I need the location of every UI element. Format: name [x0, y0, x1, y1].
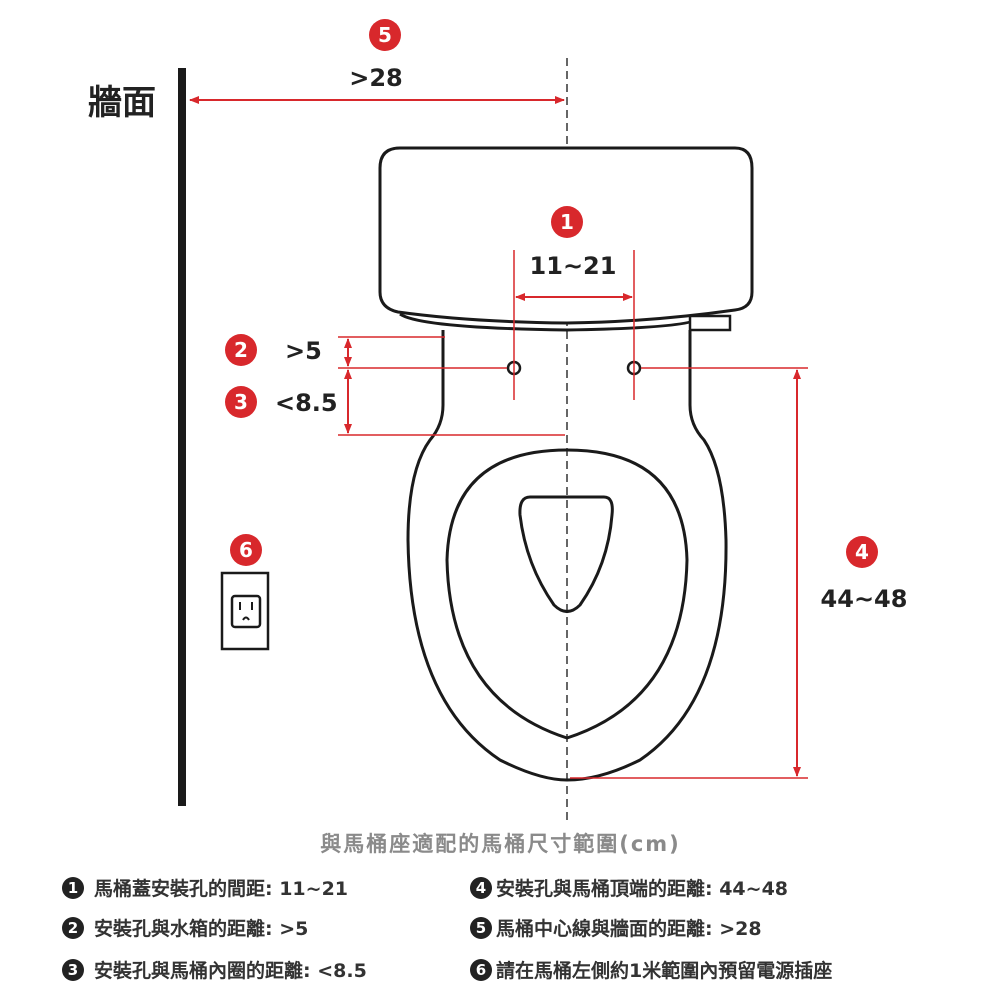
legend-badge: 4	[470, 876, 492, 899]
diagram-caption: 與馬桶座適配的馬桶尺寸範圍(cm)	[320, 832, 681, 856]
legend-text: 安裝孔與水箱的距離: >5	[94, 918, 309, 940]
legend-item-1: 1 馬桶蓋安裝孔的間距: 11~21	[62, 874, 348, 901]
legend-badge: 5	[470, 916, 492, 939]
marker-5	[369, 19, 401, 51]
marker-1-num: 1	[560, 210, 574, 234]
marker-4-num: 4	[855, 540, 869, 564]
dim-4-value: 44~48	[821, 585, 908, 613]
legend-badge: 1	[62, 876, 84, 899]
bowl-opening	[518, 495, 614, 613]
flush-lever	[688, 314, 732, 332]
legend-text: 馬桶蓋安裝孔的間距: 11~21	[94, 878, 349, 900]
marker-3	[225, 386, 257, 418]
wall-label: 牆面	[88, 83, 156, 123]
toilet-seat	[445, 448, 689, 740]
marker-2-num: 2	[234, 338, 248, 362]
toilet-bowl	[406, 330, 728, 782]
legend-item-3: 3 安裝孔與馬桶內圈的距離: <8.5	[62, 956, 367, 983]
legend-text: 請在馬桶左側約1米範圍內預留電源插座	[496, 960, 833, 982]
legend-badge: 2	[62, 916, 84, 939]
legend-badge: 6	[470, 958, 492, 981]
marker-6-num: 6	[239, 538, 253, 562]
legend-item-2: 2 安裝孔與水箱的距離: >5	[62, 914, 308, 941]
marker-5-num: 5	[378, 23, 392, 47]
legend-text: 馬桶中心線與牆面的距離: >28	[496, 918, 762, 940]
dim-2-value: >5	[285, 337, 322, 365]
marker-6	[230, 534, 262, 566]
legend-badge: 3	[62, 958, 84, 981]
marker-4	[846, 536, 878, 568]
marker-1	[551, 206, 583, 238]
dim-1-value: 11~21	[530, 252, 617, 280]
wall-line	[178, 68, 186, 806]
marker-3-num: 3	[234, 390, 248, 414]
marker-2	[225, 334, 257, 366]
dim-3-value: <8.5	[275, 389, 338, 417]
legend-text: 安裝孔與馬桶內圈的距離: <8.5	[94, 960, 367, 982]
tank-base	[399, 312, 702, 332]
dim-5-value: >28	[349, 64, 403, 92]
legend-text: 安裝孔與馬桶頂端的距離: 44~48	[496, 878, 789, 900]
power-outlet-icon	[220, 571, 270, 651]
